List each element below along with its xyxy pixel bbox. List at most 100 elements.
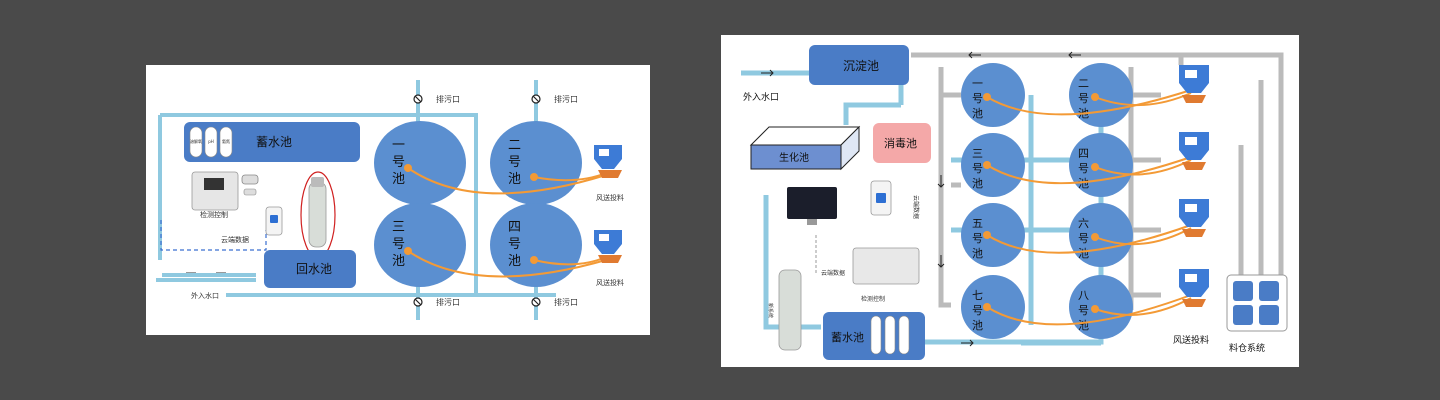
drain-label: 排污口 (554, 94, 578, 104)
monitor-control-box (852, 247, 920, 285)
drain-label: 排污口 (436, 94, 460, 104)
svg-text:号: 号 (1078, 162, 1089, 175)
monitor-control-box (191, 171, 239, 211)
svg-text:号: 号 (1078, 304, 1089, 317)
svg-text:溶解氧: 溶解氧 (190, 138, 202, 144)
sediment-box (809, 45, 909, 85)
svg-text:号: 号 (392, 237, 405, 252)
svg-text:号: 号 (508, 155, 521, 170)
cloud-link (160, 220, 267, 251)
disinfect-box (873, 123, 931, 163)
svg-text:一: 一 (972, 77, 983, 90)
filter-tank (778, 269, 802, 351)
pond-3: 三 号 池 (374, 203, 466, 287)
svg-text:池: 池 (1078, 177, 1089, 190)
pond-5: 五 号 池 (961, 203, 1025, 267)
svg-text:六: 六 (1078, 217, 1089, 230)
svg-text:pH: pH (208, 139, 214, 144)
feeder-icon (1179, 65, 1209, 103)
camera-icon (241, 174, 259, 196)
svg-text:三: 三 (392, 220, 405, 235)
drain-label: 排污口 (554, 297, 578, 307)
svg-text:八: 八 (1078, 289, 1089, 302)
sensor-probes (870, 315, 910, 355)
svg-text:三: 三 (972, 147, 983, 160)
reservoir-label: 蓄水池 (256, 135, 292, 149)
disinfect-label: 消毒池 (884, 136, 917, 150)
svg-text:池: 池 (392, 172, 405, 187)
monitor-label: 检测控制 (861, 295, 885, 303)
svg-text:四: 四 (508, 220, 521, 235)
svg-text:四: 四 (1078, 147, 1089, 160)
svg-text:号: 号 (972, 232, 983, 245)
feeder-icon (594, 145, 622, 178)
pond-4: 四 号 池 (490, 203, 582, 287)
svg-text:号: 号 (508, 237, 521, 252)
monitor-screen (787, 187, 837, 219)
svg-text:五: 五 (972, 217, 983, 230)
drain-valve: 排污口 (413, 297, 460, 307)
drain-valve: 排污口 (413, 94, 460, 104)
svg-text:氨氮: 氨氮 (222, 138, 230, 144)
drain-label: 排污口 (436, 297, 460, 307)
right-diagram-panel: 沉淀池 外入水口 消毒池 生化池 云端数据 云端数据 新系统 检测控制 蓄水池 … (721, 35, 1299, 367)
pond-4: 四 号 池 (1069, 133, 1133, 197)
cloud-vertical-label: 云端数据 (912, 195, 920, 219)
pond-1: 一 号 池 (961, 63, 1025, 127)
feeder-label: 风送投料 (1173, 334, 1209, 346)
drain-valve: 排污口 (531, 297, 578, 307)
feeder-icon (1179, 132, 1209, 170)
pond-6: 六 号 池 (1069, 203, 1133, 267)
svg-text:池: 池 (508, 172, 521, 187)
pond-1: 一 号 池 (374, 121, 466, 205)
gray-pipes (911, 52, 1284, 310)
monitor-label: 检测控制 (200, 210, 228, 219)
svg-text:号: 号 (392, 155, 405, 170)
svg-text:池: 池 (1078, 247, 1089, 260)
svg-text:号: 号 (972, 162, 983, 175)
return-pool-label: 回水池 (296, 262, 332, 276)
drain-valve: 排污口 (531, 94, 578, 104)
svg-text:池: 池 (972, 319, 983, 332)
svg-text:二: 二 (1078, 77, 1089, 90)
bio-tank (749, 125, 861, 171)
inlet-label: 外入水口 (743, 91, 779, 103)
feeder-icon (1179, 199, 1209, 237)
sediment-label: 沉淀池 (843, 59, 879, 73)
cloud-label: 云端数据 (221, 235, 249, 244)
svg-text:池: 池 (972, 107, 983, 120)
silo-icons (1233, 281, 1279, 325)
feed-lines (986, 89, 1192, 326)
left-diagram: 排污口 排污口 排污口 排污口 蓄水池 溶解氧 pH 氨氮 检测控制 云端数据 (156, 80, 624, 320)
sensor-probes: 溶解氧 pH 氨氮 (189, 126, 233, 158)
svg-text:二: 二 (508, 138, 521, 153)
pond-7: 七 号 池 (961, 275, 1025, 339)
feeder-label: 风送投料 (596, 193, 624, 202)
svg-text:池: 池 (1078, 319, 1089, 332)
reservoir-label: 蓄水池 (831, 331, 864, 344)
svg-text:号: 号 (972, 304, 983, 317)
svg-text:号: 号 (972, 92, 983, 105)
new-system-label: 新系统 (767, 303, 774, 318)
feeder-label: 风送投料 (596, 278, 624, 287)
svg-text:号: 号 (1078, 92, 1089, 105)
svg-text:七: 七 (972, 289, 983, 302)
pond-3: 三 号 池 (961, 133, 1025, 197)
feeder-icon (1179, 269, 1209, 307)
svg-text:池: 池 (392, 254, 405, 269)
cloud-label: 云端数据 (821, 269, 845, 277)
return-pool-box (264, 250, 356, 288)
silo-label: 料仓系统 (1229, 342, 1265, 354)
feeder-icon (594, 230, 622, 263)
pond-2: 二 号 池 (490, 121, 582, 205)
svg-text:一: 一 (392, 138, 405, 153)
inlet-label: 外入水口 (191, 291, 219, 300)
svg-text:池: 池 (508, 254, 521, 269)
svg-text:号: 号 (1078, 232, 1089, 245)
pond-8: 八 号 池 (1069, 275, 1133, 339)
filter-tank (308, 181, 327, 248)
pond-2: 二 号 池 (1069, 63, 1133, 127)
svg-text:池: 池 (972, 247, 983, 260)
left-diagram-panel: 排污口 排污口 排污口 排污口 蓄水池 溶解氧 pH 氨氮 检测控制 云端数据 (146, 65, 650, 335)
right-diagram: 沉淀池 外入水口 消毒池 生化池 云端数据 云端数据 新系统 检测控制 蓄水池 … (741, 45, 1288, 360)
